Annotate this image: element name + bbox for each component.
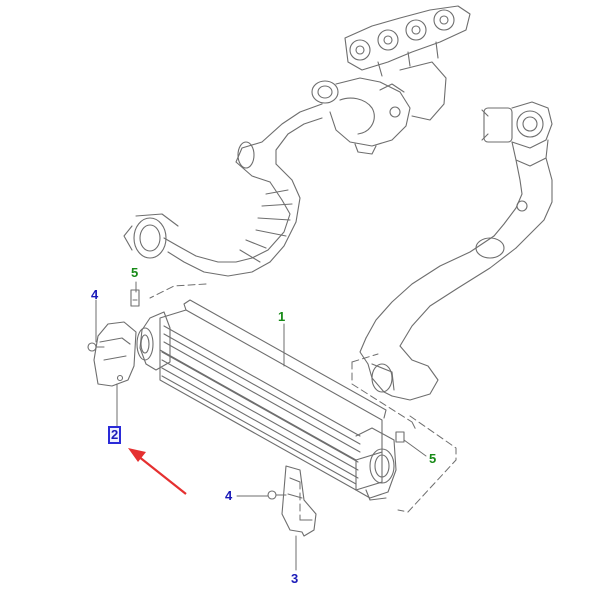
callout-leader-lines — [95, 281, 427, 571]
intake-hose-left — [123, 103, 323, 277]
fasteners — [87, 289, 405, 500]
callout-3[interactable]: 3 — [291, 571, 299, 586]
bracket-left — [93, 321, 137, 387]
callout-5-right[interactable]: 5 — [429, 451, 437, 466]
intercooler — [136, 299, 397, 501]
throttle-body — [481, 101, 553, 167]
turbocharger — [311, 77, 411, 155]
dashed-guide-lines — [149, 283, 457, 521]
intake-hose-right — [359, 157, 553, 401]
callout-4-bottom[interactable]: 4 — [225, 488, 233, 503]
callout-2[interactable]: 2 — [107, 426, 122, 444]
exhaust-manifold — [344, 5, 471, 121]
callout-4-left[interactable]: 4 — [91, 287, 99, 302]
pointer-arrow — [128, 448, 187, 495]
callout-5-top[interactable]: 5 — [131, 265, 139, 280]
callout-1[interactable]: 1 — [278, 309, 286, 324]
bracket-bottom — [281, 465, 317, 537]
